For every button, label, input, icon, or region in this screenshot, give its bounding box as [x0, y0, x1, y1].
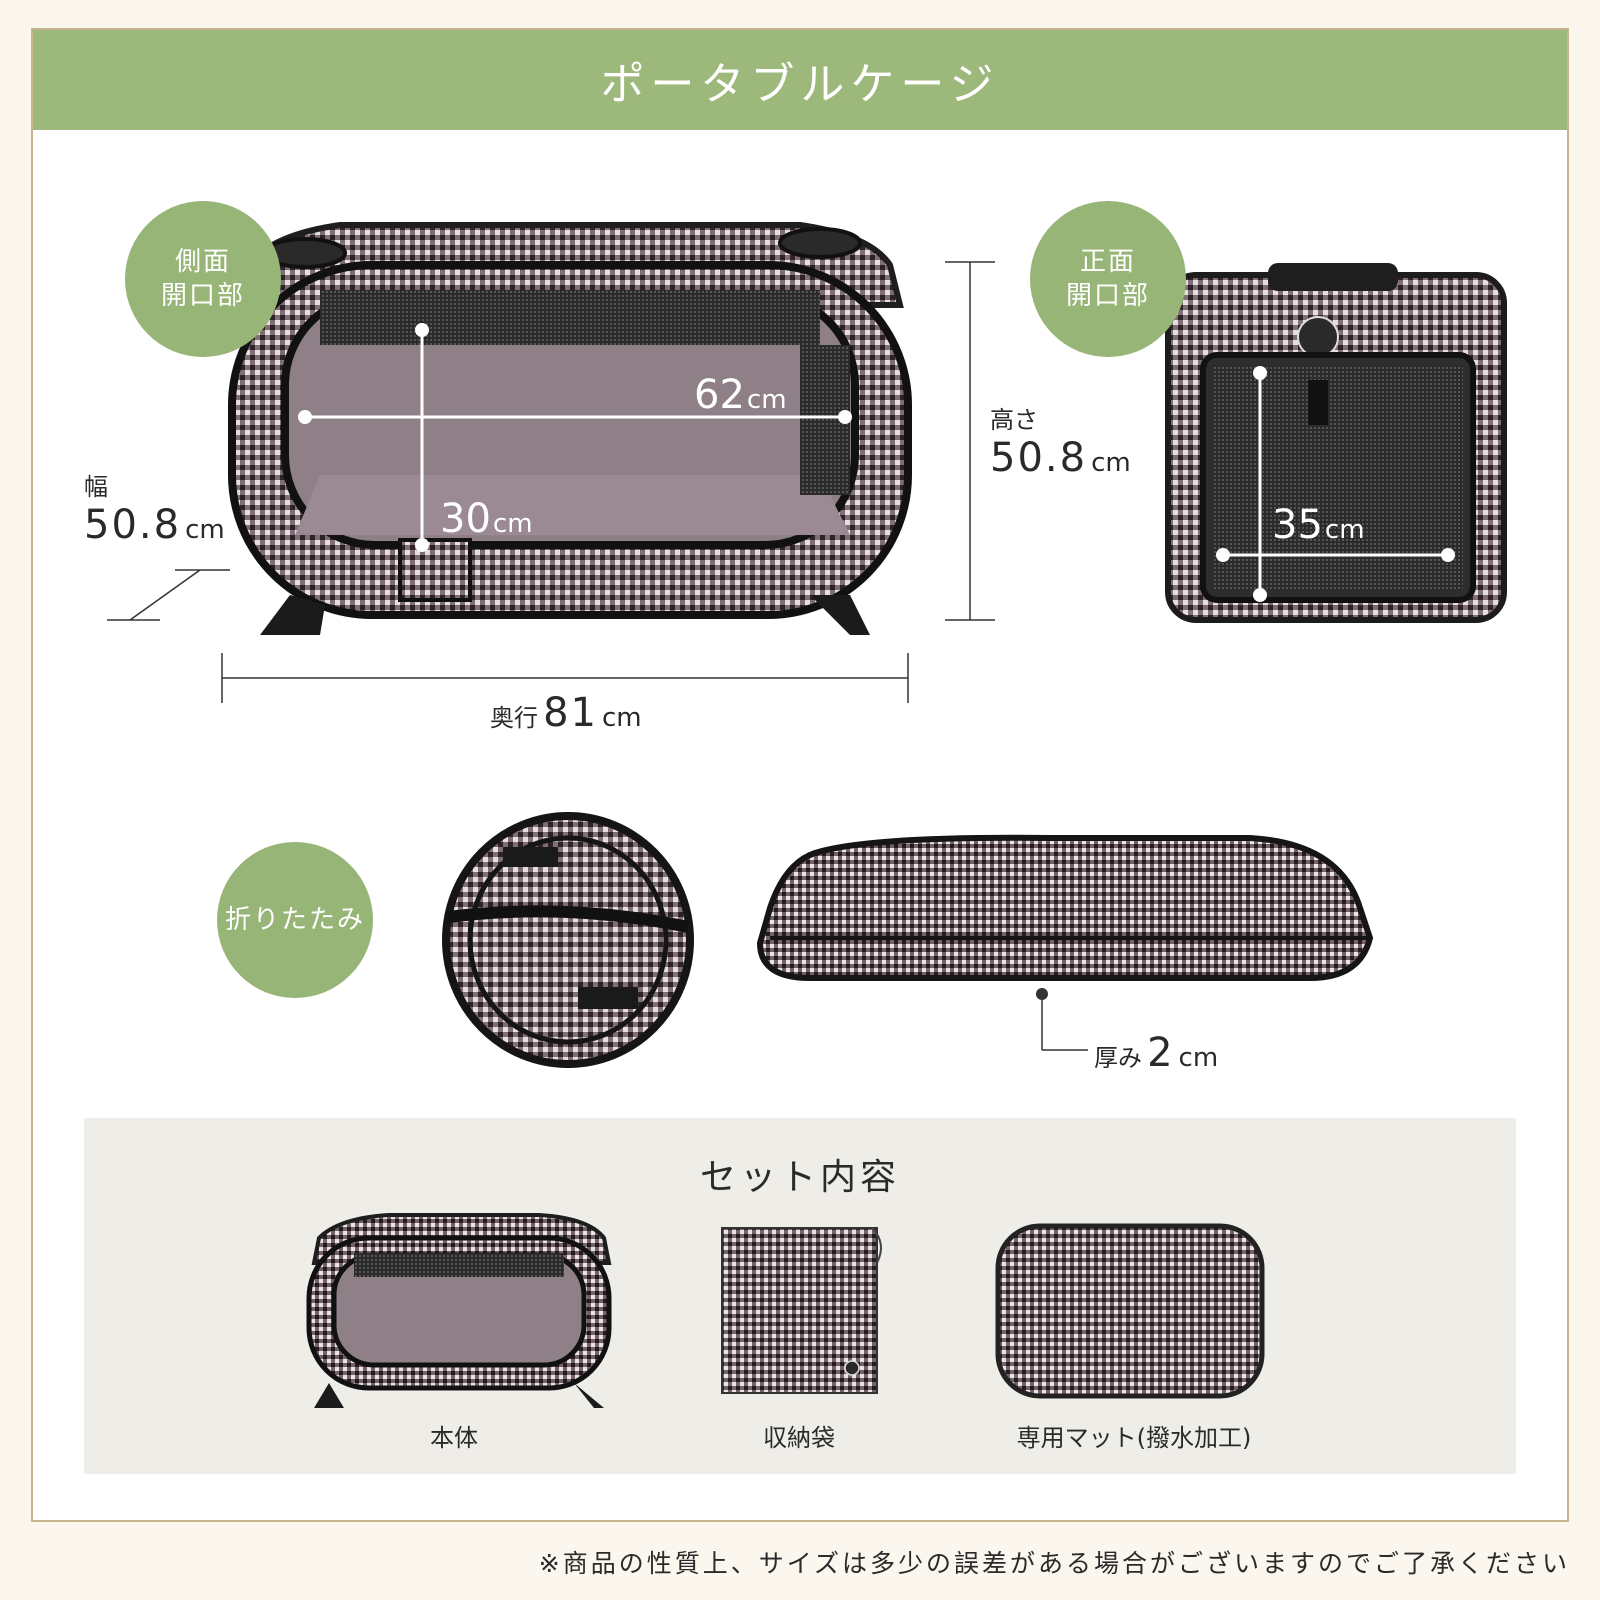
height-value: 50.8	[990, 435, 1088, 481]
depth-value: 81	[543, 690, 598, 736]
front-inner-label: 35cm	[1272, 502, 1365, 548]
depth-label: 奥行	[490, 704, 538, 732]
width-label: 幅	[84, 473, 108, 501]
cage-front-photo	[1165, 263, 1507, 623]
height-label: 高さ	[990, 406, 1038, 434]
badge-side-opening: 側面開口部	[125, 201, 281, 357]
page-title: ポータブルケージ	[33, 30, 1567, 130]
badge-front-line1: 正面	[1079, 247, 1136, 277]
thickness-unit: cm	[1178, 1043, 1219, 1073]
side-inner-height-label: 30cm	[440, 496, 533, 542]
set-contents-title: セット内容	[699, 1157, 900, 1198]
front-inner-value: 35	[1272, 502, 1323, 548]
set-item-body-label: 本体	[430, 1424, 478, 1452]
side-inner-width-label: 62cm	[694, 372, 787, 418]
side-inner-height-value: 30	[440, 496, 491, 542]
cage-side-photo	[228, 222, 912, 635]
thickness-pointer-line	[1036, 988, 1088, 1051]
badge-folded: 折りたたみ	[217, 842, 373, 998]
set-item-bag-photo	[721, 1227, 882, 1394]
height-unit: cm	[1091, 448, 1131, 478]
set-item-mat-label: 専用マット(撥水加工)	[1016, 1424, 1252, 1452]
badge-front-opening: 正面開口部	[1030, 201, 1186, 357]
width-value: 50.8	[84, 502, 182, 548]
width-dimension-line	[107, 569, 230, 621]
front-inner-unit: cm	[1324, 515, 1365, 545]
side-inner-width-value: 62	[694, 372, 745, 418]
thickness-value: 2	[1147, 1030, 1175, 1076]
badge-side-line2: 開口部	[160, 281, 245, 311]
set-item-mat-photo	[995, 1223, 1265, 1399]
disclaimer-note: ※商品の性質上、サイズは多少の誤差がある場合がございますのでご了承ください	[538, 1549, 1570, 1578]
folded-flat-photo	[756, 834, 1374, 981]
badge-front-line2: 開口部	[1065, 281, 1150, 311]
set-contents-panel: セット内容 本体 収納袋 専用マット(撥水加工)	[84, 1118, 1516, 1474]
thickness-label: 厚み	[1094, 1044, 1142, 1072]
height-dimension-line	[945, 261, 995, 621]
set-item-body-photo	[306, 1213, 612, 1408]
side-inner-height-unit: cm	[492, 509, 533, 539]
badge-fold-label: 折りたたみ	[224, 905, 365, 935]
side-inner-width-unit: cm	[746, 385, 787, 415]
width-unit: cm	[185, 515, 225, 545]
depth-unit: cm	[602, 703, 642, 733]
folded-round-photo	[442, 812, 694, 1068]
badge-side-line1: 側面	[174, 247, 231, 277]
depth-dimension-line	[221, 653, 909, 703]
set-item-bag-label: 収納袋	[763, 1424, 835, 1452]
